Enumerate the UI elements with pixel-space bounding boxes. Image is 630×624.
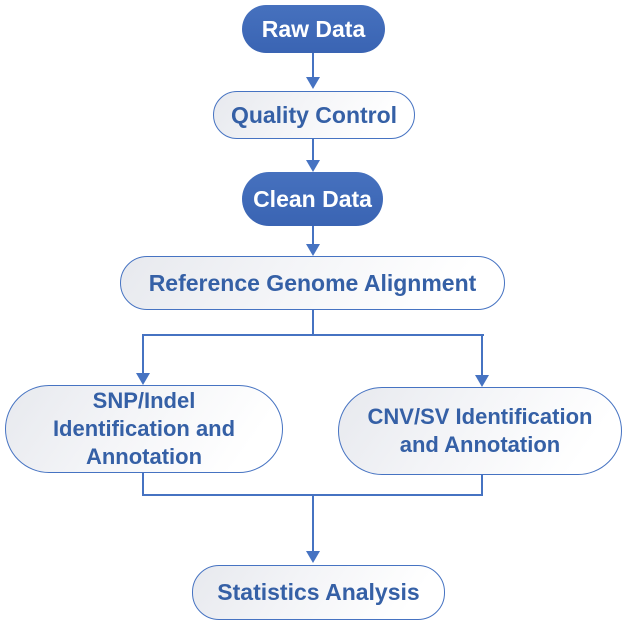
arrow-down-icon	[136, 373, 150, 385]
arrow-down-icon	[306, 160, 320, 172]
edge-rga-branch-stem	[312, 310, 314, 335]
edge-branch-to-snp-line	[142, 334, 144, 373]
raw-data-label: Raw Data	[261, 15, 366, 42]
edge-join-horizontal	[142, 494, 483, 496]
node-reference-genome-alignment: Reference Genome Alignment	[120, 256, 505, 310]
node-statistics-analysis: Statistics Analysis	[192, 565, 445, 620]
arrow-down-icon	[306, 551, 320, 563]
snp-indel-label: SNP/Indel Identification and Annotation	[52, 388, 236, 469]
edge-raw-to-qc-line	[312, 53, 314, 77]
edge-branch-to-cnv-line	[481, 334, 483, 375]
edge-rga-branch-horizontal	[142, 334, 484, 336]
edge-qc-to-clean-line	[312, 139, 314, 160]
cnv-sv-label: CNV/SV Identification and Annotation	[367, 404, 593, 457]
reference-genome-alignment-label: Reference Genome Alignment	[148, 269, 477, 296]
edge-clean-to-rga-line	[312, 226, 314, 244]
node-snp-indel: SNP/Indel Identification and Annotation	[5, 385, 283, 473]
edge-snp-join-riser	[142, 473, 144, 495]
edge-cnv-join-riser	[481, 475, 483, 495]
node-raw-data: Raw Data	[242, 5, 385, 53]
node-cnv-sv: CNV/SV Identification and Annotation	[338, 387, 622, 475]
statistics-analysis-label: Statistics Analysis	[217, 579, 420, 605]
quality-control-label: Quality Control	[230, 101, 398, 128]
node-clean-data: Clean Data	[242, 172, 383, 226]
arrow-down-icon	[306, 244, 320, 256]
clean-data-label: Clean Data	[253, 185, 372, 212]
edge-join-to-stats-line	[312, 496, 314, 551]
node-quality-control: Quality Control	[213, 91, 415, 139]
arrow-down-icon	[306, 77, 320, 89]
arrow-down-icon	[475, 375, 489, 387]
